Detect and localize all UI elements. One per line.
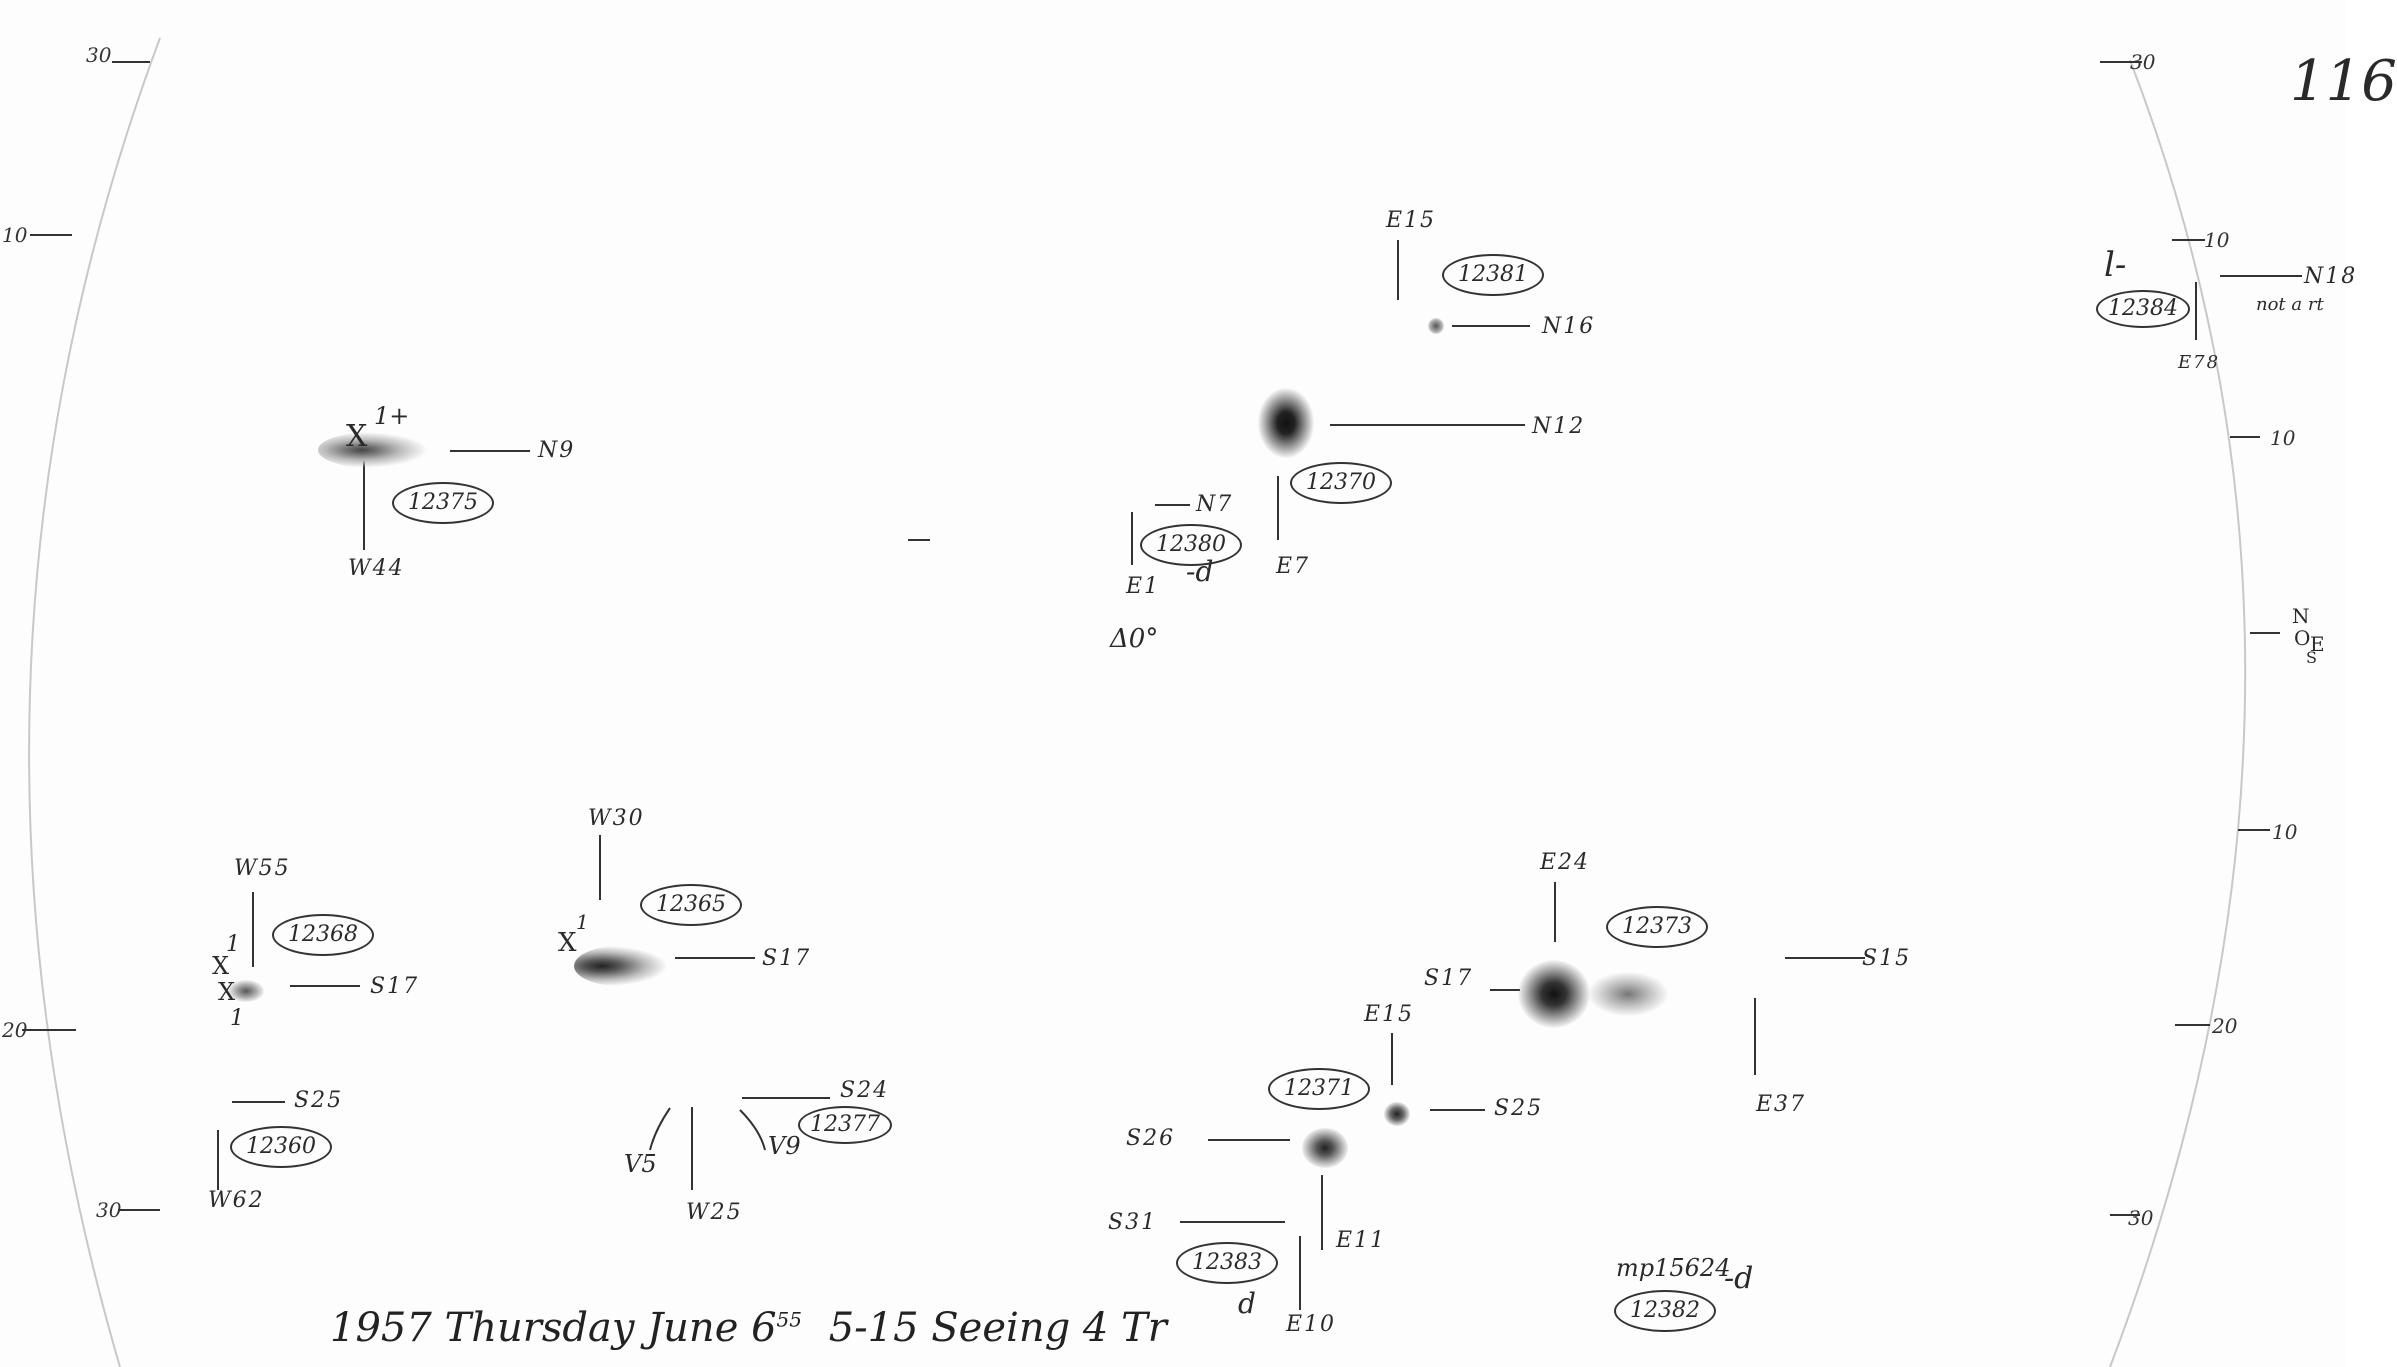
suffix-d-12383: d — [1238, 1287, 1256, 1320]
suffix-d-12380: -d — [1186, 555, 1214, 588]
caption-rest: 5-15 Seeing 4 Tr — [828, 1305, 1167, 1351]
label-e11: E11 — [1336, 1228, 1387, 1253]
mark-x: X — [346, 419, 368, 454]
right-tick-lines — [2100, 61, 2280, 1216]
left-tick-20: 20 — [2, 1018, 28, 1042]
label-w55: W55 — [234, 856, 291, 881]
label-n12: N12 — [1532, 414, 1586, 439]
angle-note: Δ0° — [1110, 624, 1159, 654]
caption-text: 1957 Thursday June 6 — [330, 1305, 777, 1351]
drawing-lines — [22, 37, 2302, 1367]
right-tick-30-bottom: 30 — [2128, 1206, 2154, 1230]
label-n7: N7 — [1196, 492, 1234, 517]
left-tick-30-top: 30 — [86, 43, 112, 67]
left-tick-30-bottom: 30 — [96, 1198, 122, 1222]
right-tick-10-c: 10 — [2272, 820, 2298, 844]
label-s25-12360: S25 — [294, 1088, 344, 1113]
label-e1: E1 — [1126, 574, 1161, 599]
caption-time-sup: 55 — [776, 1307, 802, 1332]
label-s15: S15 — [1862, 946, 1912, 971]
mark-x-a: X — [212, 952, 230, 980]
mark-x-12365: X — [558, 928, 577, 958]
note-mp15624: mp15624 — [1616, 1254, 1731, 1282]
label-n9: N9 — [538, 438, 576, 463]
suffix-d-12382: -d — [1724, 1261, 1754, 1296]
label-s25-12371: S25 — [1494, 1096, 1544, 1121]
mark-1-b: 1 — [230, 1006, 244, 1031]
sunspot-12375 — [318, 432, 428, 468]
sunspot-12373 — [1518, 960, 1590, 1028]
sunspot-drawing-sheet: 30 10 20 30 30 10 10 10 20 30 116 N O E … — [2, 37, 2397, 1367]
label-s17-12368: S17 — [370, 974, 420, 999]
right-tick-30-top: 30 — [2130, 50, 2156, 74]
group-number-12380: 12380 — [1140, 524, 1242, 566]
group-number-12373: 12373 — [1606, 906, 1708, 948]
label-w62: W62 — [208, 1188, 265, 1213]
label-s17-12373: S17 — [1424, 966, 1474, 991]
label-w30: W30 — [588, 806, 645, 831]
mark-1plus: 1+ — [374, 402, 410, 430]
label-e15: E15 — [1386, 208, 1437, 233]
page-number: 116 — [2290, 49, 2397, 114]
group-number-12368: 12368 — [272, 914, 374, 956]
group-number-12383: 12383 — [1176, 1242, 1278, 1284]
note-not-a-rt: not a rt — [2256, 294, 2324, 315]
label-e15-12373: E15 — [1364, 1002, 1415, 1027]
group-number-12370: 12370 — [1290, 462, 1392, 504]
orientation-n: N — [2292, 604, 2310, 628]
label-e37: E37 — [1756, 1092, 1807, 1117]
group-number-12384: 12384 — [2096, 290, 2190, 328]
caption-date: 1957 Thursday June 655 5-15 Seeing 4 Tr — [330, 1308, 1167, 1348]
pointer-lines — [217, 240, 2302, 1310]
left-limb-arc — [28, 37, 161, 1367]
prefix-l-12384: l- — [2104, 245, 2127, 285]
group-number-12382: 12382 — [1614, 1290, 1716, 1332]
label-s17-12365: S17 — [762, 946, 812, 971]
left-tick-10: 10 — [2, 223, 28, 247]
label-n16: N16 — [1542, 314, 1596, 339]
left-tick-lines — [22, 61, 160, 1211]
orientation-s: S — [2306, 648, 2317, 667]
label-e10: E10 — [1286, 1312, 1337, 1337]
sunspot-12365 — [574, 946, 666, 986]
mark-1-a: 1 — [226, 932, 240, 957]
group-number-12371: 12371 — [1268, 1068, 1370, 1110]
label-e24: E24 — [1540, 850, 1591, 875]
sunspot-12381 — [1428, 318, 1444, 334]
right-tick-10-b: 10 — [2270, 426, 2296, 450]
mark-v5: V5 — [624, 1150, 657, 1178]
group-number-12375: 12375 — [392, 482, 494, 524]
mark-x-b: X — [218, 978, 236, 1006]
group-number-12381: 12381 — [1442, 254, 1544, 296]
right-tick-20: 20 — [2212, 1014, 2238, 1038]
sunspot-12370 — [1258, 388, 1314, 458]
right-limb-arc — [2109, 59, 2247, 1367]
label-e78: E78 — [2178, 352, 2221, 373]
group-number-12360: 12360 — [230, 1126, 332, 1168]
group-number-12365: 12365 — [640, 884, 742, 926]
label-w25: W25 — [686, 1200, 743, 1225]
label-e7: E7 — [1276, 554, 1311, 579]
sunspot-12371-b — [1384, 1102, 1410, 1126]
label-s26: S26 — [1126, 1126, 1176, 1151]
sunspot-12373-trail — [1588, 972, 1668, 1016]
label-s24: S24 — [840, 1078, 890, 1103]
sunspot-12368 — [228, 980, 264, 1002]
group-number-12377: 12377 — [798, 1106, 892, 1144]
label-n18: N18 — [2304, 264, 2358, 289]
mark-v9: V9 — [768, 1132, 801, 1160]
label-s31: S31 — [1108, 1210, 1158, 1235]
sunspot-12371 — [1302, 1128, 1348, 1168]
mark-1-12365: 1 — [576, 910, 589, 934]
right-tick-10-a: 10 — [2204, 228, 2230, 252]
label-w44: W44 — [348, 556, 405, 581]
orientation-o: O — [2294, 626, 2311, 650]
orientation-e: E — [2310, 632, 2325, 656]
